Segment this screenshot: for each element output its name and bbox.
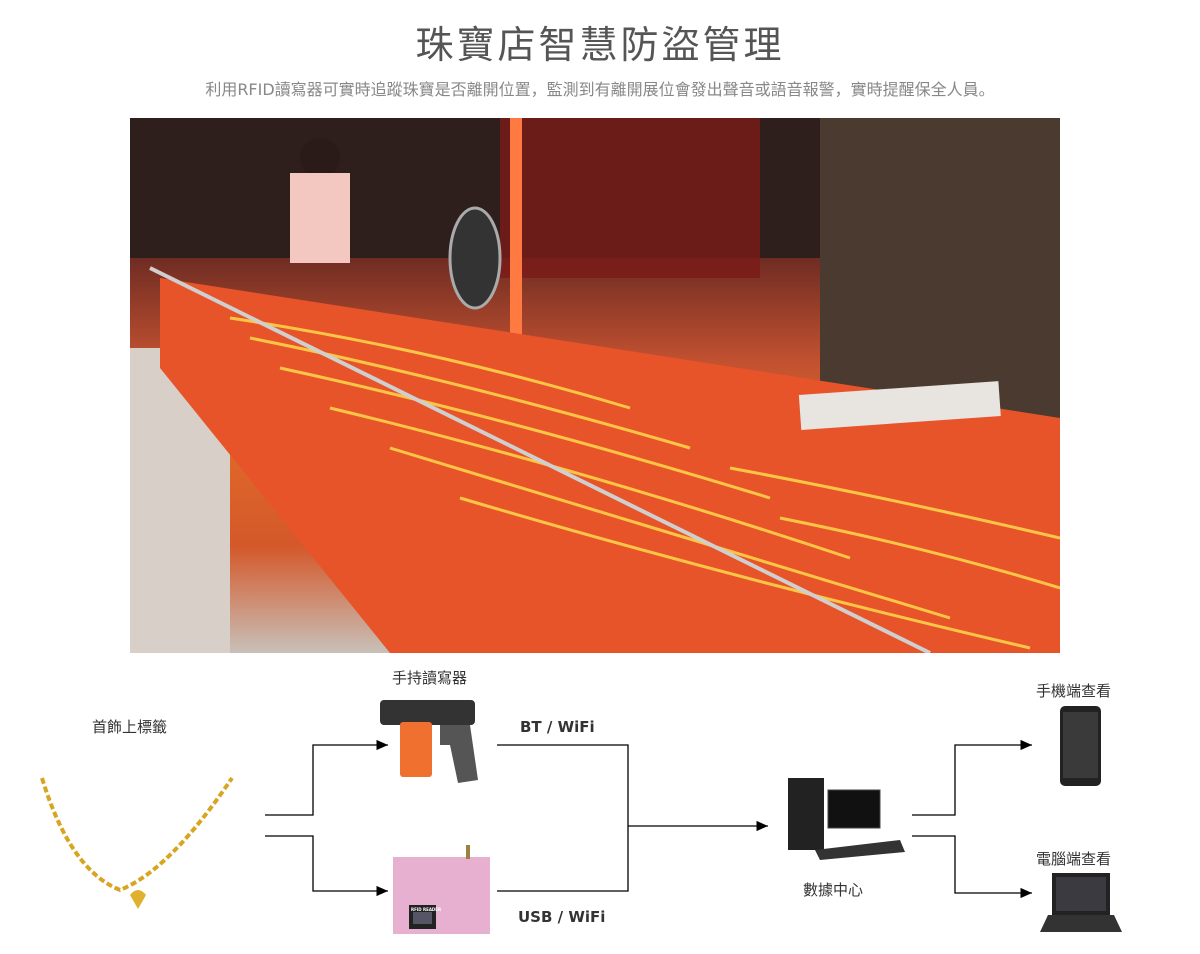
page-title: 珠寶店智慧防盜管理	[415, 23, 785, 67]
usb-wifi-label: USB / WiFi	[518, 908, 606, 926]
necklace-icon	[40, 776, 234, 909]
pc-view-label: 電腦端查看	[1036, 850, 1112, 868]
arrow-to-mobile	[912, 739, 1032, 816]
fixed-reader-text: RFID READER	[411, 907, 442, 912]
computer-icon	[788, 778, 905, 860]
jewelry-store-photo	[130, 118, 1060, 653]
arrow-to-handheld	[265, 739, 388, 816]
tag-label: 首飾上標籤	[92, 718, 168, 736]
mobile-phone-icon	[1060, 706, 1101, 786]
line-readers-merge	[497, 744, 629, 892]
mobile-view-label: 手機端查看	[1036, 682, 1112, 700]
arrow-to-pc	[912, 835, 1032, 899]
handheld-reader-icon	[380, 700, 478, 783]
handheld-reader-label: 手持讀寫器	[392, 669, 468, 687]
fixed-reader-icon	[393, 845, 490, 934]
datacenter-label: 數據中心	[803, 881, 864, 899]
page-subtitle: 利用RFID讀寫器可實時追蹤珠寶是否離開位置，監測到有離開展位會發出聲音或語音報…	[205, 80, 995, 99]
bt-wifi-label: BT / WiFi	[520, 718, 595, 736]
arrow-to-fixed-reader	[265, 835, 388, 897]
jewelry-counter-illustration	[130, 118, 1060, 653]
laptop-icon	[1040, 873, 1122, 932]
